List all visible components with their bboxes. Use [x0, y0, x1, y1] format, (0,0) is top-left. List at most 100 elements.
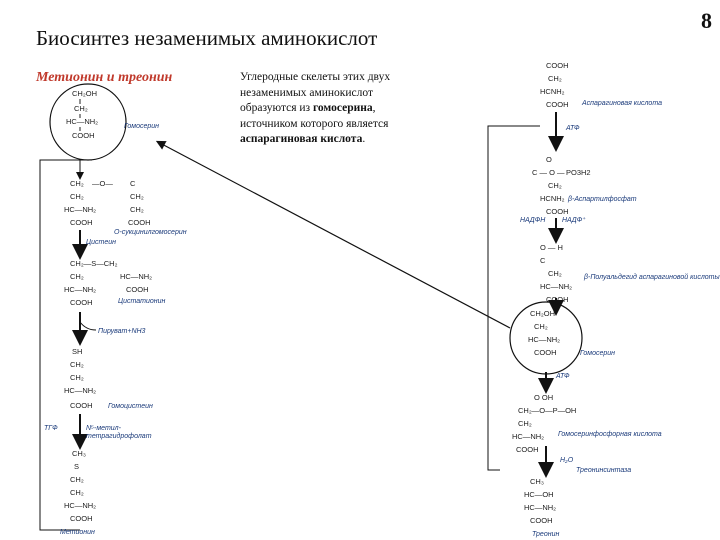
para-line: незаменимых аминокислот — [240, 86, 374, 99]
svg-text:C: C — [540, 256, 546, 265]
homocysteine-label: Гомоцистеин — [108, 403, 153, 410]
svg-text:COOH: COOH — [70, 401, 93, 410]
cystathionine-label: Цистатионин — [118, 298, 165, 305]
svg-text:HC—NH₂: HC—NH₂ — [64, 205, 96, 214]
svg-text:CH₂: CH₂ — [548, 269, 562, 278]
right-scheme: COOH CH₂ HCNH₂ COOH Аспарагиновая кислот… — [487, 61, 720, 538]
svg-text:CH₂: CH₂ — [70, 192, 84, 201]
left-scheme: CH₂OH CH₂ HC—NH₂ COOH Гомосерин CH₂ —O— … — [39, 83, 187, 536]
svg-text:HC—NH₂: HC—NH₂ — [524, 503, 556, 512]
svg-text:HC—NH₂: HC—NH₂ — [66, 117, 98, 126]
svg-text:COOH: COOH — [534, 348, 557, 357]
svg-text:CH₂: CH₂ — [70, 488, 84, 497]
loop-line-left — [39, 159, 92, 531]
svg-text:CH₂—S—CH₂: CH₂—S—CH₂ — [70, 259, 118, 268]
svg-text:N⁵-метил-: N⁵-метил- — [86, 425, 122, 432]
para-text: , — [372, 102, 376, 114]
para-line: источником которого является — [240, 117, 389, 130]
svg-text:CH₂: CH₂ — [548, 181, 562, 190]
svg-text:HC—OH: HC—OH — [524, 490, 554, 499]
homoserine-term: гомосерина — [312, 102, 373, 114]
svg-text:O OH: O OH — [534, 393, 553, 402]
svg-text:O: O — [546, 155, 552, 164]
para-text: образуются из — [240, 102, 313, 114]
threonine-synthase-label: Треонинсинтаза — [576, 467, 631, 474]
svg-text:НАДФ⁺: НАДФ⁺ — [562, 216, 586, 224]
svg-text:CH₂: CH₂ — [130, 205, 144, 214]
description-paragraph: Углеродные скелеты этих двух незаменимых… — [240, 70, 440, 148]
svg-text:COOH: COOH — [546, 207, 569, 216]
svg-text:HC—NH₂: HC—NH₂ — [120, 272, 152, 281]
para-line: Углеродные скелеты этих двух — [240, 71, 391, 83]
threonine-label: Треонин — [532, 531, 559, 538]
homoserine-label-right: Гомосерин — [580, 350, 615, 357]
phosphate-label: PO3H2 — [566, 168, 591, 177]
svg-text:HCNH₂: HCNH₂ — [540, 87, 565, 96]
svg-text:CH₂: CH₂ — [130, 192, 144, 201]
svg-text:COOH: COOH — [70, 514, 93, 523]
svg-text:CH₂: CH₂ — [534, 322, 548, 331]
semialdehyde-label: β-Полуальдегид аспарагиновой кислоты — [583, 273, 720, 281]
svg-text:CH₂OH: CH₂OH — [530, 309, 555, 318]
asp-phosphate-label: β-Аспартилфосфат — [567, 196, 637, 203]
svg-text:CH₂: CH₂ — [548, 74, 562, 83]
svg-text:CH₃: CH₃ — [530, 477, 544, 486]
svg-text:COOH: COOH — [70, 298, 93, 307]
page-number: 8 — [701, 8, 712, 33]
svg-text:HC—NH₂: HC—NH₂ — [64, 501, 96, 510]
para-line: аспарагиновая кислота. — [240, 132, 440, 148]
svg-text:CH₂: CH₂ — [518, 419, 532, 428]
svg-text:COOH: COOH — [516, 445, 539, 454]
svg-text:CH₂OH: CH₂OH — [72, 89, 97, 98]
connector-arrow — [155, 140, 511, 329]
aspartate-label: Аспарагиновая кислота — [581, 100, 662, 107]
svg-text:COOH: COOH — [128, 218, 151, 227]
svg-text:S: S — [74, 462, 79, 471]
svg-text:HC—NH₂: HC—NH₂ — [528, 335, 560, 344]
svg-text:C: C — [130, 179, 136, 188]
svg-text:НАДФН: НАДФН — [520, 217, 546, 224]
svg-text:COOH: COOH — [546, 295, 569, 304]
svg-text:CH₂: CH₂ — [70, 272, 84, 281]
svg-text:O — H: O — H — [540, 243, 563, 252]
svg-text:COOH: COOH — [126, 285, 149, 294]
svg-text:CH₂: CH₂ — [70, 179, 84, 188]
svg-text:ТГФ: ТГФ — [44, 425, 58, 432]
svg-text:SH: SH — [72, 347, 82, 356]
svg-text:HC—NH₂: HC—NH₂ — [540, 282, 572, 291]
homoserine-label-left: Гомосерин — [124, 123, 159, 130]
svg-text:АТФ: АТФ — [565, 125, 580, 132]
svg-text:HC—NH₂: HC—NH₂ — [512, 432, 544, 441]
svg-text:АТФ: АТФ — [555, 373, 570, 380]
svg-text:COOH: COOH — [546, 61, 569, 70]
loop-line-right — [487, 125, 540, 471]
svg-text:тетрагидрофолат: тетрагидрофолат — [86, 432, 152, 440]
svg-text:H₂O: H₂O — [560, 457, 574, 464]
slide-title: Биосинтез незаменимых аминокислот — [36, 26, 378, 50]
para-text: . — [362, 133, 366, 145]
aspartic-acid-term: аспарагиновая кислота — [240, 133, 363, 145]
svg-text:C — O —: C — O — — [532, 168, 565, 177]
svg-text:HCNH₂: HCNH₂ — [540, 194, 565, 203]
cysteine-label: Цистеин — [86, 239, 116, 246]
svg-text:—O—: —O— — [92, 179, 113, 188]
svg-text:COOH: COOH — [70, 218, 93, 227]
svg-text:CH₂: CH₂ — [74, 104, 88, 113]
svg-text:HC—NH₂: HC—NH₂ — [64, 285, 96, 294]
svg-text:CH₂—O—P—OH: CH₂—O—P—OH — [518, 406, 576, 415]
methionine-label: Метионин — [60, 529, 95, 536]
svg-text:HC—NH₂: HC—NH₂ — [64, 386, 96, 395]
o-succinyl-label: O-сукцинилгомосерин — [114, 229, 187, 236]
svg-text:COOH: COOH — [530, 516, 553, 525]
pyruvate-label: Пируват+NH3 — [98, 328, 146, 335]
subtitle: Метионин и треонин — [36, 70, 173, 85]
svg-text:CH₂: CH₂ — [70, 360, 84, 369]
svg-text:CH₂: CH₂ — [70, 475, 84, 484]
para-line: образуются из гомосерина, — [240, 101, 440, 117]
homoserine-phosphate-label: Гомосеринфосфорная кислота — [558, 431, 662, 438]
svg-text:CH₂: CH₂ — [70, 373, 84, 382]
svg-text:COOH: COOH — [72, 131, 95, 140]
svg-text:CH₃: CH₃ — [72, 449, 86, 458]
svg-text:COOH: COOH — [546, 100, 569, 109]
